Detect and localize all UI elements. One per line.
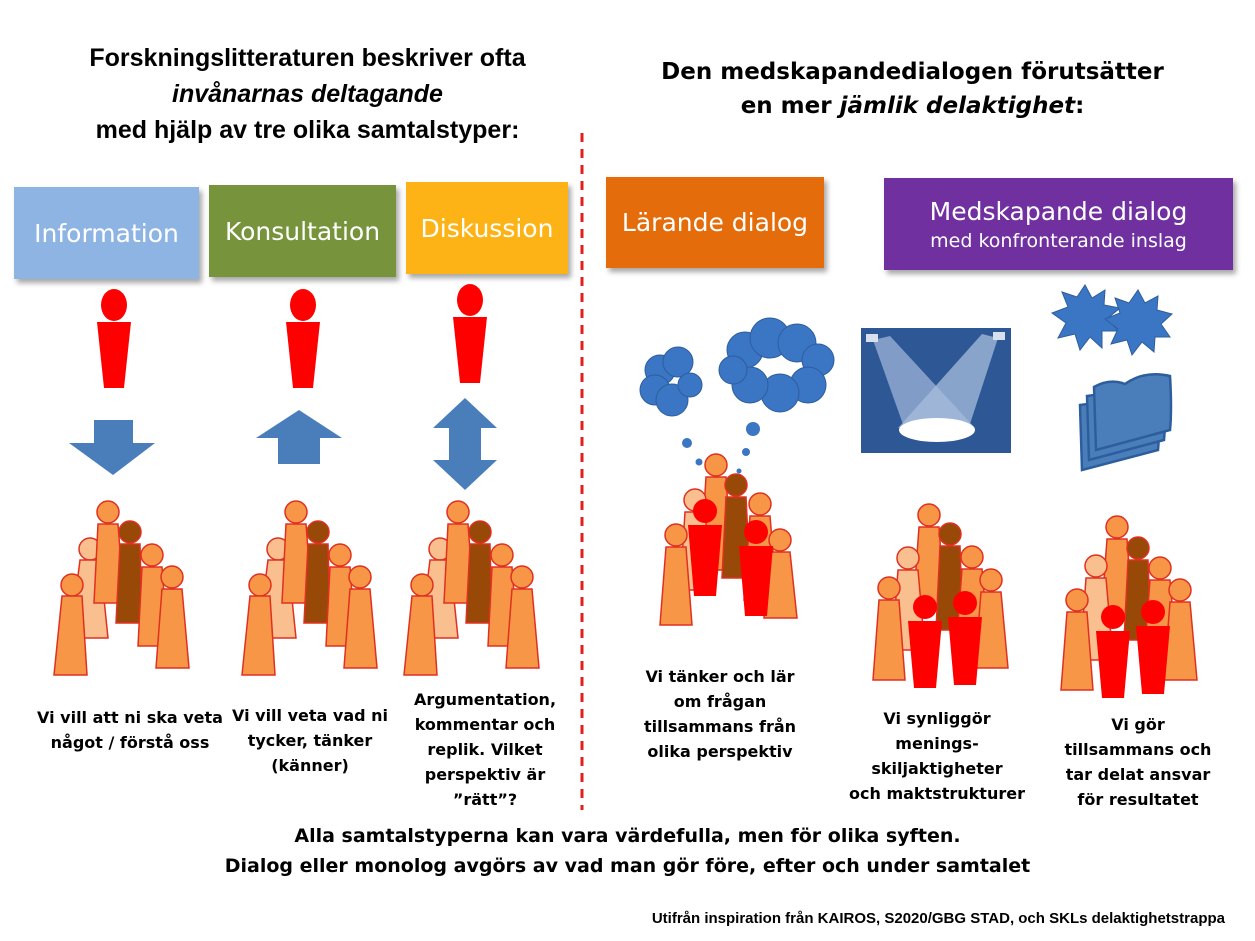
konsultation-caption: Vi vill veta vad ni tycker, tänker (känn… [220, 703, 400, 778]
information-label: Information [34, 218, 179, 248]
credit-text: Utifrån inspiration från KAIROS, S2020/G… [651, 910, 1225, 927]
cloud-icon [639, 346, 703, 417]
diskussion-label: Diskussion [420, 213, 554, 243]
konsultation-box: Konsultation [209, 185, 396, 277]
larande-caption: Vi tänker och lär om frågan tillsammans … [625, 664, 815, 764]
right-heading-line2-pre: en mer [740, 93, 840, 119]
caption-line: Vi vill att ni ska veta [37, 708, 223, 727]
double-arrow-icon [433, 398, 497, 490]
left-heading-line1: Forskningslitteraturen beskriver ofta [89, 44, 526, 72]
caption-line: om frågan [673, 692, 767, 711]
explosion-icon [1050, 284, 1122, 352]
bottom-text: Alla samtalstyperna kan vara värdefulla,… [0, 821, 1255, 881]
explosion-icon [1103, 289, 1174, 357]
right-heading-line2: en mer jämlik delaktighet: [640, 89, 1185, 123]
information-caption: Vi vill att ni ska veta något / förstå o… [25, 705, 235, 755]
arrow-down-icon [69, 420, 155, 475]
group-icon [659, 453, 798, 626]
medskapande-sublabel: med konfronterande inslag [930, 229, 1187, 252]
caption-line: ”rätt”? [452, 790, 518, 809]
caption-line: Argumentation, [413, 690, 557, 709]
synliggor-caption: Vi synliggör menings- skiljaktigheter oc… [842, 706, 1032, 806]
group-icon [1060, 515, 1198, 698]
caption-line: replik. Vilket [427, 740, 543, 759]
caption-line: något / förstå oss [50, 733, 210, 752]
caption-line: Vi synliggör [883, 709, 991, 728]
person-icon [453, 284, 487, 383]
caption-line: tillsammans från [643, 717, 797, 736]
larande-label: Lärande dialog [621, 208, 809, 237]
bottom-line1: Alla samtalstyperna kan vara värdefulla,… [294, 825, 961, 847]
caption-line: för resultatet [1077, 790, 1199, 809]
person-icon [286, 289, 320, 388]
caption-line: Vi gör [1111, 715, 1165, 734]
konsultation-label: Konsultation [224, 216, 381, 246]
medskapande-box: Medskapande dialog med konfronterande in… [884, 178, 1233, 270]
medskapande-label: Medskapande dialog [929, 196, 1188, 226]
left-heading-line2: invånarnas deltagande [172, 80, 443, 108]
caption-line: olika perspektiv [647, 742, 793, 761]
caption-line: Vi tänker och lär [645, 667, 795, 686]
right-heading-line1: Den medskapandedialogen förutsätter [661, 59, 1164, 85]
information-box: Information [14, 187, 199, 279]
left-heading-line3: med hjälp av tre olika samtalstyper: [95, 116, 520, 144]
caption-line: kommentar och [414, 715, 556, 734]
caption-line: tillsammans och [1064, 740, 1212, 759]
right-heading: Den medskapandedialogen förutsätter en m… [640, 55, 1185, 123]
bottom-line2: Dialog eller monolog avgörs av vad man g… [224, 855, 1031, 877]
caption-line: (känner) [271, 756, 349, 775]
arrow-up-icon [256, 410, 342, 464]
diskussion-caption: Argumentation, kommentar och replik. Vil… [400, 687, 570, 812]
group-icon [872, 503, 1009, 688]
person-icon [97, 289, 131, 388]
caption-line: tycker, tänker [247, 731, 373, 750]
diskussion-box: Diskussion [406, 182, 568, 274]
right-heading-line2-post: : [1075, 93, 1085, 119]
right-heading-emphasis: jämlik delaktighet [839, 93, 1076, 119]
cloud-icon [682, 422, 760, 474]
caption-line: perspektiv är [424, 765, 546, 784]
caption-line: och maktstrukturer [849, 784, 1025, 803]
gor-caption: Vi gör tillsammans och tar delat ansvar … [1048, 712, 1228, 812]
caption-line: menings- [895, 734, 979, 753]
caption-line: tar delat ansvar [1065, 765, 1211, 784]
larande-box: Lärande dialog [606, 177, 824, 268]
left-heading: Forskningslitteraturen beskriver ofta in… [30, 40, 585, 148]
caption-line: skiljaktigheter [871, 759, 1003, 778]
caption-line: Vi vill veta vad ni [231, 706, 389, 725]
cloud-icon [718, 317, 835, 413]
